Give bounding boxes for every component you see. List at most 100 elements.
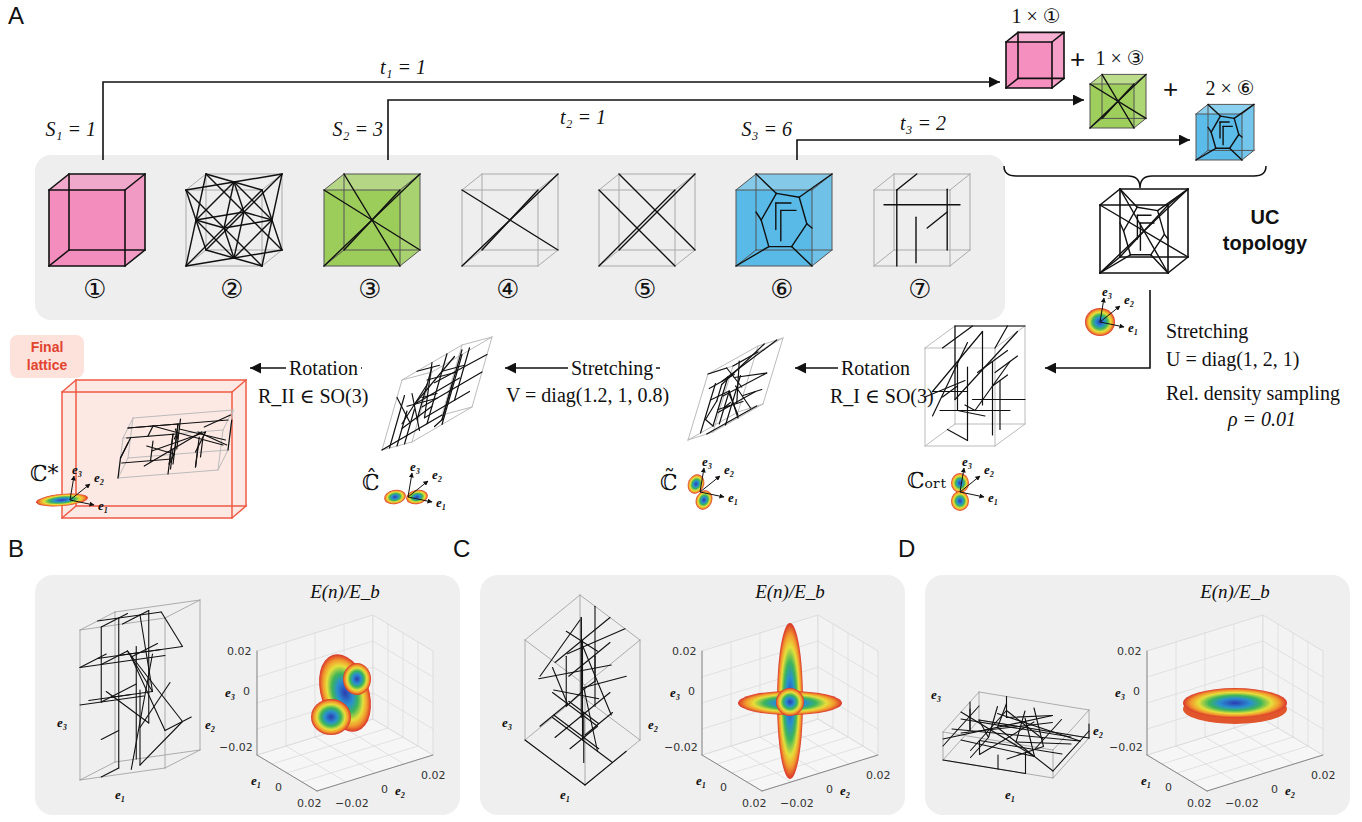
- glyph-lobe: [693, 488, 716, 513]
- component-group: 2 × ⑥: [1190, 76, 1270, 168]
- grid-line: [344, 728, 404, 764]
- axis-label: e₁: [436, 495, 446, 511]
- lattice-strut: [101, 768, 119, 777]
- glyph-lobe: [36, 492, 89, 508]
- lattice-drawing: [1100, 189, 1188, 273]
- cell-outline: [874, 174, 894, 190]
- cell-outline: [736, 190, 737, 266]
- component-group: 1 × ①: [1000, 4, 1072, 94]
- unit-cell: ①: [35, 160, 155, 312]
- bounding-box: [462, 337, 492, 345]
- lattice-strut: [196, 220, 234, 258]
- lattice-strut: [80, 656, 165, 668]
- grid-line: [373, 667, 433, 703]
- cell-outline: [462, 190, 538, 191]
- cell-outline: [950, 250, 970, 266]
- axis-arrow: [408, 497, 432, 502]
- bounding-box: [525, 740, 585, 785]
- cell-outline: [324, 174, 344, 190]
- lattice-strut: [1187, 189, 1189, 257]
- lattice-strut: [599, 190, 675, 266]
- lattice-strut: [1007, 711, 1044, 740]
- callout-number: ⑤: [585, 274, 705, 304]
- unit-cell-drawing: [49, 174, 145, 266]
- cube-face: [1242, 104, 1254, 160]
- lattice-strut: [1120, 189, 1137, 207]
- lattice-strut: [224, 228, 262, 266]
- cell-outline: [619, 174, 695, 175]
- plot-surface: [311, 699, 351, 735]
- lattice-strut: [756, 174, 776, 193]
- box-outline: [62, 506, 76, 518]
- lattice-strut: [1100, 189, 1120, 205]
- lattice-strut: [998, 728, 1054, 772]
- lattice-stage: Final latticeℂ*: [8, 335, 250, 525]
- cube-face: [812, 174, 832, 266]
- cell-outline: [675, 250, 695, 266]
- axis-line: [762, 755, 878, 791]
- lattice-strut: [1140, 222, 1154, 223]
- lattice-strut: [1220, 116, 1234, 118]
- cell-outline: [812, 250, 832, 266]
- bounding-box: [1025, 326, 1026, 424]
- selection-label: S₃ = 6: [742, 118, 792, 141]
- plot-surface: [776, 688, 804, 716]
- cell-outline: [558, 174, 559, 250]
- lattice-strut: [262, 190, 272, 220]
- lattice-strut: [581, 618, 582, 718]
- lattice-strut: [435, 420, 443, 427]
- grid-line: [287, 737, 403, 773]
- grid-line: [1205, 737, 1265, 773]
- lattice-strut: [1151, 255, 1168, 273]
- axis-label: e₃: [931, 687, 941, 703]
- edge-label: Stretching: [568, 357, 656, 380]
- cube-face: [1196, 114, 1242, 160]
- lattice-strut: [442, 350, 462, 420]
- cell-outline: [482, 174, 558, 175]
- lattice-strut: [1090, 74, 1146, 128]
- lattice-strut: [272, 174, 282, 220]
- cell-outline: [462, 174, 482, 190]
- cell-outline: [462, 190, 463, 266]
- bounding-box: [979, 692, 1089, 710]
- axis-arrow: [1100, 298, 1104, 322]
- bounding-box: [688, 374, 708, 440]
- lattice-strut: [1137, 215, 1138, 239]
- tick-label: 0.02: [866, 769, 891, 782]
- cube-face: [1052, 32, 1064, 88]
- plot-surface: [1183, 688, 1287, 718]
- lattice-strut: [1234, 104, 1254, 118]
- lattice-strut: [1025, 753, 1026, 774]
- lattice-strut: [584, 676, 627, 687]
- cell-outline: [282, 174, 283, 250]
- lattice-strut: [228, 420, 232, 450]
- lattice-strut: [756, 212, 761, 220]
- cell-outline: [1196, 104, 1208, 114]
- plot-pane: [1263, 615, 1323, 755]
- lattice-strut: [49, 174, 69, 190]
- axis-label: e₁: [1141, 773, 1151, 789]
- operation-parameter: V = diag(1.2, 1, 0.8): [506, 384, 669, 407]
- lattice-strut: [1137, 207, 1157, 210]
- lattice-strut: [201, 437, 204, 457]
- bounding-box: [925, 424, 955, 446]
- cell-outline: [1196, 160, 1242, 161]
- lattice-strut: [1051, 42, 1053, 88]
- bounding-box: [80, 762, 115, 780]
- box-outline: [75, 380, 77, 506]
- unit-cell-drawing: [736, 174, 832, 266]
- connector-arrow: [1045, 290, 1150, 368]
- lattice-strut: [723, 373, 767, 396]
- lattice-strut: [49, 189, 125, 191]
- axis-label: e₃: [225, 685, 235, 701]
- bounding-box: [955, 424, 1025, 425]
- lattice-strut: [995, 356, 1018, 373]
- lattice-strut: [619, 174, 695, 250]
- brace: [1004, 166, 1266, 188]
- stiffness-glyph: [951, 468, 984, 511]
- lattice-strut: [140, 615, 153, 692]
- lattice-strut: [733, 352, 758, 366]
- connector-arrow: [797, 140, 1190, 160]
- grid-line: [302, 746, 418, 782]
- cell-outline: [1134, 84, 1135, 128]
